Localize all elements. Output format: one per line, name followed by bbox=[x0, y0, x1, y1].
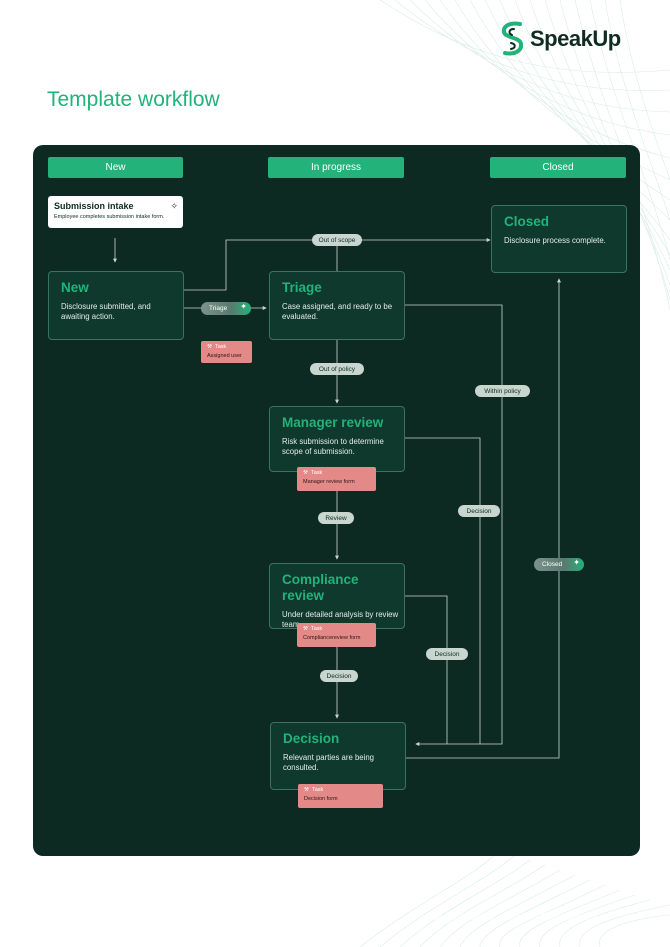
label-within-policy: Within policy bbox=[475, 385, 530, 397]
task-assigned-user-head: Task bbox=[214, 344, 227, 350]
wrench-icon: ⚒ bbox=[303, 626, 308, 632]
footer-text: SpeakUp Paths | Gifts and Entertainment bbox=[432, 912, 597, 922]
wrench-icon: ⚒ bbox=[303, 470, 308, 476]
node-triage-desc: Case assigned, and ready to be evaluated… bbox=[282, 302, 393, 321]
task-assigned-user-text: Assigned user bbox=[207, 353, 242, 359]
label-decision-manager: Decision bbox=[458, 505, 500, 517]
node-new[interactable]: New Disclosure submitted, and awaiting a… bbox=[48, 271, 184, 340]
trigger-triage[interactable]: Triage ✦ bbox=[201, 302, 251, 315]
node-closed-title: Closed bbox=[504, 214, 550, 229]
connector-lines bbox=[113, 238, 561, 759]
wrench-icon: ⚒ bbox=[304, 787, 309, 793]
page-title: Template workflow bbox=[47, 88, 220, 111]
node-manager-review[interactable]: Manager review Risk submission to determ… bbox=[269, 406, 405, 472]
node-new-desc: Disclosure submitted, and awaiting actio… bbox=[61, 302, 151, 321]
workflow-panel: New In progress Closed Submission intake… bbox=[33, 145, 640, 856]
node-closed-desc: Disclosure process complete. bbox=[504, 236, 606, 245]
task-manager-review-head: Task bbox=[310, 470, 323, 476]
label-review: Review bbox=[318, 512, 354, 524]
task-decision-head: Task bbox=[311, 787, 324, 793]
node-compliance-review-desc: Under detailed analysis by review team. bbox=[282, 610, 399, 629]
trigger-closed[interactable]: Closed ✦ bbox=[534, 558, 584, 571]
node-compliance-review-title: Compliance review bbox=[282, 572, 359, 603]
task-compliance-review-head: Task bbox=[310, 626, 323, 632]
wrench-icon: ⚒ bbox=[207, 344, 212, 350]
trigger-closed-label: Closed bbox=[542, 561, 563, 568]
task-decision-text: Decision form bbox=[304, 796, 338, 802]
node-decision-desc: Relevant parties are being consulted. bbox=[283, 753, 375, 772]
submission-intake-card[interactable]: Submission intake Employee completes sub… bbox=[48, 196, 183, 228]
task-compliance-review-form[interactable]: ⚒Task Compliancereview form bbox=[297, 623, 376, 647]
sparkle-icon: ✦ bbox=[573, 558, 580, 567]
sparkle-icon: ✦ bbox=[240, 302, 247, 311]
submission-intake-title: Submission intake bbox=[54, 201, 134, 211]
task-decision-form[interactable]: ⚒Task Decision form bbox=[298, 784, 383, 808]
task-manager-review-form[interactable]: ⚒Task Manager review form bbox=[297, 467, 376, 491]
node-manager-review-title: Manager review bbox=[282, 415, 384, 430]
brand-name: SpeakUp bbox=[530, 26, 621, 51]
node-closed[interactable]: Closed Disclosure process complete. bbox=[491, 205, 627, 273]
sparkle-icon: ✧ bbox=[170, 201, 178, 211]
task-compliance-review-text: Compliancereview form bbox=[303, 635, 361, 641]
column-header-closed: Closed bbox=[490, 157, 626, 178]
task-assigned-user[interactable]: ⚒Task Assigned user bbox=[201, 341, 252, 363]
node-decision[interactable]: Decision Relevant parties are being cons… bbox=[270, 722, 406, 790]
label-decision: Decision bbox=[320, 670, 358, 682]
speakup-logo: SpeakUp bbox=[500, 20, 621, 58]
task-manager-review-text: Manager review form bbox=[303, 479, 355, 485]
node-manager-review-desc: Risk submission to determine scope of su… bbox=[282, 437, 384, 456]
label-out-of-policy: Out of policy bbox=[310, 363, 364, 375]
column-header-new: New bbox=[48, 157, 183, 178]
node-new-title: New bbox=[61, 280, 89, 295]
node-triage[interactable]: Triage Case assigned, and ready to be ev… bbox=[269, 271, 405, 340]
label-decision-compliance: Decision bbox=[426, 648, 468, 660]
node-compliance-review[interactable]: Compliance review Under detailed analysi… bbox=[269, 563, 405, 629]
trigger-triage-label: Triage bbox=[209, 305, 228, 312]
submission-intake-desc: Employee completes submission intake for… bbox=[54, 214, 165, 220]
label-out-of-scope: Out of scope bbox=[312, 234, 362, 246]
node-decision-title: Decision bbox=[283, 731, 340, 746]
node-triage-title: Triage bbox=[282, 280, 322, 295]
speakup-logo-icon bbox=[501, 21, 524, 56]
column-header-in-progress: In progress bbox=[268, 157, 404, 178]
